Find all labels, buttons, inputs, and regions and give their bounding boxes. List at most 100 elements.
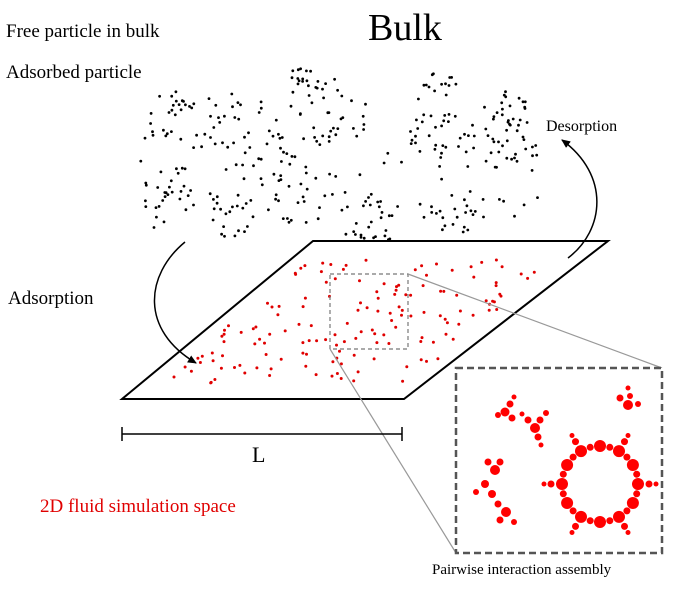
- bulk-particle: [518, 118, 522, 122]
- bulk-particle: [154, 206, 158, 210]
- bulk-particle: [500, 101, 504, 105]
- bulk-particle: [514, 152, 517, 156]
- bulk-particle: [352, 230, 356, 234]
- adsorbed-particle: [345, 321, 349, 325]
- bulk-particle: [159, 170, 163, 174]
- bulk-particle: [367, 196, 370, 199]
- adsorbed-particle: [268, 332, 272, 336]
- bulk-particle: [212, 126, 216, 129]
- bulk-particle: [301, 77, 305, 81]
- bulk-particle: [414, 134, 417, 138]
- bulk-particle: [430, 205, 433, 209]
- desorption-arrow: [561, 139, 598, 259]
- bulk-particle: [170, 94, 174, 98]
- bulk-particle: [280, 160, 283, 163]
- bulk-particle: [418, 202, 422, 206]
- bulk-particle: [192, 203, 195, 207]
- adsorbed-particle: [359, 301, 362, 305]
- adsorbed-particle: [445, 321, 449, 325]
- bulk-particle: [179, 108, 183, 112]
- small-cluster: [495, 394, 517, 422]
- bulk-particle: [410, 138, 414, 142]
- bulk-particle: [379, 216, 383, 220]
- bulk-particle: [350, 99, 353, 103]
- bulk-particle: [336, 88, 339, 92]
- bulk-particle: [427, 134, 431, 138]
- bulk-particle: [162, 220, 166, 224]
- bulk-particle: [287, 184, 291, 188]
- page-title: Bulk: [368, 7, 442, 49]
- adsorbed-particle: [404, 293, 408, 297]
- bulk-particle: [482, 215, 485, 219]
- adsorbed-particle: [438, 314, 442, 318]
- bulk-particle: [299, 67, 302, 71]
- bulk-particle: [304, 221, 308, 224]
- bulk-particle: [174, 90, 178, 94]
- bulk-particle: [315, 139, 319, 143]
- adsorbed-particle: [324, 280, 328, 284]
- adsorbed-particle: [443, 317, 447, 321]
- adsorbed-particle: [330, 374, 334, 378]
- bulk-particle: [443, 224, 447, 228]
- adsorbed-particle: [400, 313, 403, 317]
- bulk-particle: [318, 206, 321, 210]
- bulk-particle: [409, 130, 412, 133]
- adsorbed-particle: [457, 322, 461, 326]
- bulk-particle: [224, 168, 228, 171]
- adsorbed-particle: [358, 279, 361, 283]
- bulk-particle: [228, 210, 232, 214]
- adsorbed-particle: [439, 289, 443, 293]
- bulk-particle: [174, 99, 178, 103]
- adsorbed-particle: [277, 304, 281, 308]
- bulk-particle: [279, 178, 283, 182]
- adsorbed-particle: [314, 373, 318, 377]
- adsorbed-particle: [421, 284, 425, 288]
- bulk-particle: [301, 80, 304, 83]
- bulk-particle: [167, 111, 171, 114]
- bulk-particle: [354, 233, 357, 236]
- bulk-particle: [472, 134, 476, 138]
- adsorbed-particle: [409, 314, 413, 318]
- bulk-particle: [343, 191, 347, 194]
- bulk-particle: [282, 150, 285, 154]
- bulk-particle: [521, 135, 525, 139]
- bulk-particle: [447, 84, 451, 87]
- adsorbed-particle: [279, 357, 283, 361]
- bulk-particle: [186, 194, 190, 198]
- bulk-particle: [217, 116, 220, 119]
- bulk-particle: [297, 79, 301, 83]
- bulk-particle: [422, 215, 426, 219]
- adsorbed-particle: [500, 265, 504, 269]
- adsorbed-particle: [532, 270, 536, 274]
- adsorbed-particle: [220, 334, 224, 338]
- bulk-particle: [531, 154, 534, 158]
- bulk-particle: [501, 107, 504, 111]
- bulk-particle: [453, 114, 457, 118]
- adsorbed-particle: [304, 364, 308, 368]
- adsorbed-particle: [307, 339, 311, 343]
- adsorbed-particle: [196, 356, 200, 360]
- adsorbed-particle: [209, 381, 213, 385]
- adsorbed-particle: [222, 340, 226, 344]
- adsorbed-particle: [419, 358, 423, 362]
- bulk-particle: [454, 82, 458, 86]
- bulk-particle: [513, 214, 516, 218]
- zoom-line-bottom: [329, 348, 457, 554]
- bulk-particle: [492, 117, 495, 121]
- surface-plane: [119, 240, 611, 400]
- bulk-particle: [367, 225, 371, 229]
- bulk-particle: [442, 119, 446, 123]
- adsorbed-particles: [172, 258, 536, 385]
- bulk-particle: [243, 135, 246, 139]
- bulk-particle: [149, 112, 153, 115]
- bulk-particle: [144, 205, 148, 209]
- bulk-particle: [390, 214, 394, 218]
- bulk-particle: [359, 233, 363, 237]
- adsorbed-particle: [431, 340, 435, 344]
- bulk-particle: [170, 190, 174, 194]
- bulk-particle: [189, 189, 193, 192]
- bulk-particle: [265, 142, 269, 146]
- bulk-particle: [182, 184, 186, 188]
- bulk-particle: [260, 183, 264, 187]
- bulk-particle: [334, 175, 338, 178]
